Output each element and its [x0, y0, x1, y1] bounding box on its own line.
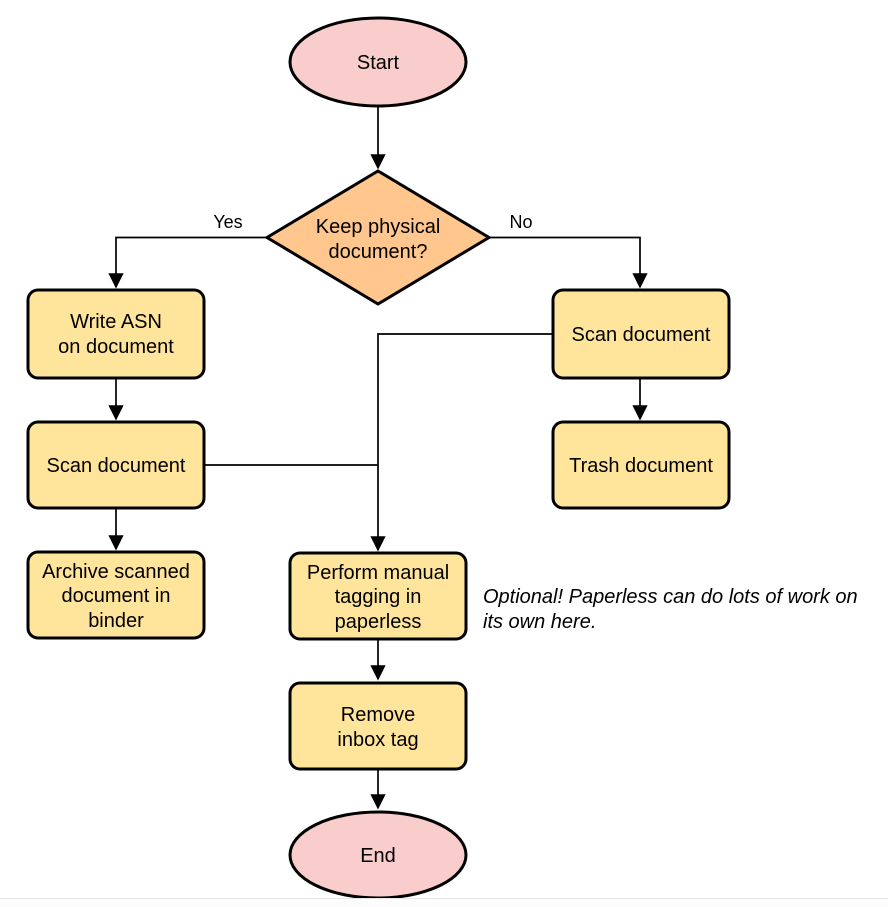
edge-label-no: No	[509, 212, 532, 232]
node-manual-tagging: Perform manual tagging in paperless	[288, 551, 468, 641]
annotation-line1: Optional! Paperless can do lots of work …	[483, 586, 858, 608]
trash-label: Trash document	[569, 455, 713, 477]
write-asn-label-line1: Write ASN	[70, 311, 162, 333]
start-label: Start	[357, 52, 400, 74]
archive-label-line2: document in	[62, 585, 171, 607]
scan-right-label: Scan document	[572, 324, 711, 346]
tagging-label-line3: paperless	[335, 611, 422, 633]
write-asn-box	[26, 288, 206, 380]
node-trash-document: Trash document	[551, 420, 731, 510]
edge-no-decision-to-scan-right	[489, 236, 648, 289]
annotation-optional-note: Optional! Paperless can do lots of work …	[483, 586, 858, 633]
node-write-asn: Write ASN on document	[26, 288, 206, 380]
edge-yes-decision-to-write-asn	[108, 236, 266, 289]
node-decision-keep-physical: Keep physical document?	[264, 169, 492, 306]
start-ellipse	[288, 16, 468, 108]
archive-box	[26, 550, 206, 640]
tagging-label-line2: tagging in	[335, 586, 422, 608]
remove-inbox-label-line1: Remove	[341, 704, 415, 726]
node-scan-document-right: Scan document	[551, 288, 731, 380]
archive-label-line3: binder	[88, 610, 144, 632]
decision-diamond	[264, 169, 492, 306]
bottom-strip	[0, 899, 888, 907]
edge-scan-right-to-tagging	[370, 333, 553, 552]
edge-label-yes: Yes	[213, 212, 242, 232]
remove-inbox-label-line2: inbox tag	[337, 729, 418, 751]
trash-box	[551, 420, 731, 510]
tagging-label-line1: Perform manual	[307, 562, 449, 584]
scan-right-box	[551, 288, 731, 380]
tagging-box	[288, 551, 468, 641]
node-end: End	[288, 810, 468, 900]
annotation-line2: its own here.	[483, 611, 596, 633]
node-remove-inbox-tag: Remove inbox tag	[288, 681, 468, 771]
node-scan-document-left: Scan document	[26, 420, 206, 510]
archive-label-line1: Archive scanned	[42, 561, 190, 583]
node-start: Start	[288, 16, 468, 108]
write-asn-label-line2: on document	[58, 336, 174, 358]
node-archive-binder: Archive scanned document in binder	[26, 550, 206, 640]
decision-label-line2: document?	[329, 241, 428, 263]
scan-left-box	[26, 420, 206, 510]
decision-label-line1: Keep physical	[316, 216, 441, 238]
remove-inbox-box	[288, 681, 468, 771]
end-label: End	[360, 845, 396, 867]
scan-left-label: Scan document	[47, 455, 186, 477]
